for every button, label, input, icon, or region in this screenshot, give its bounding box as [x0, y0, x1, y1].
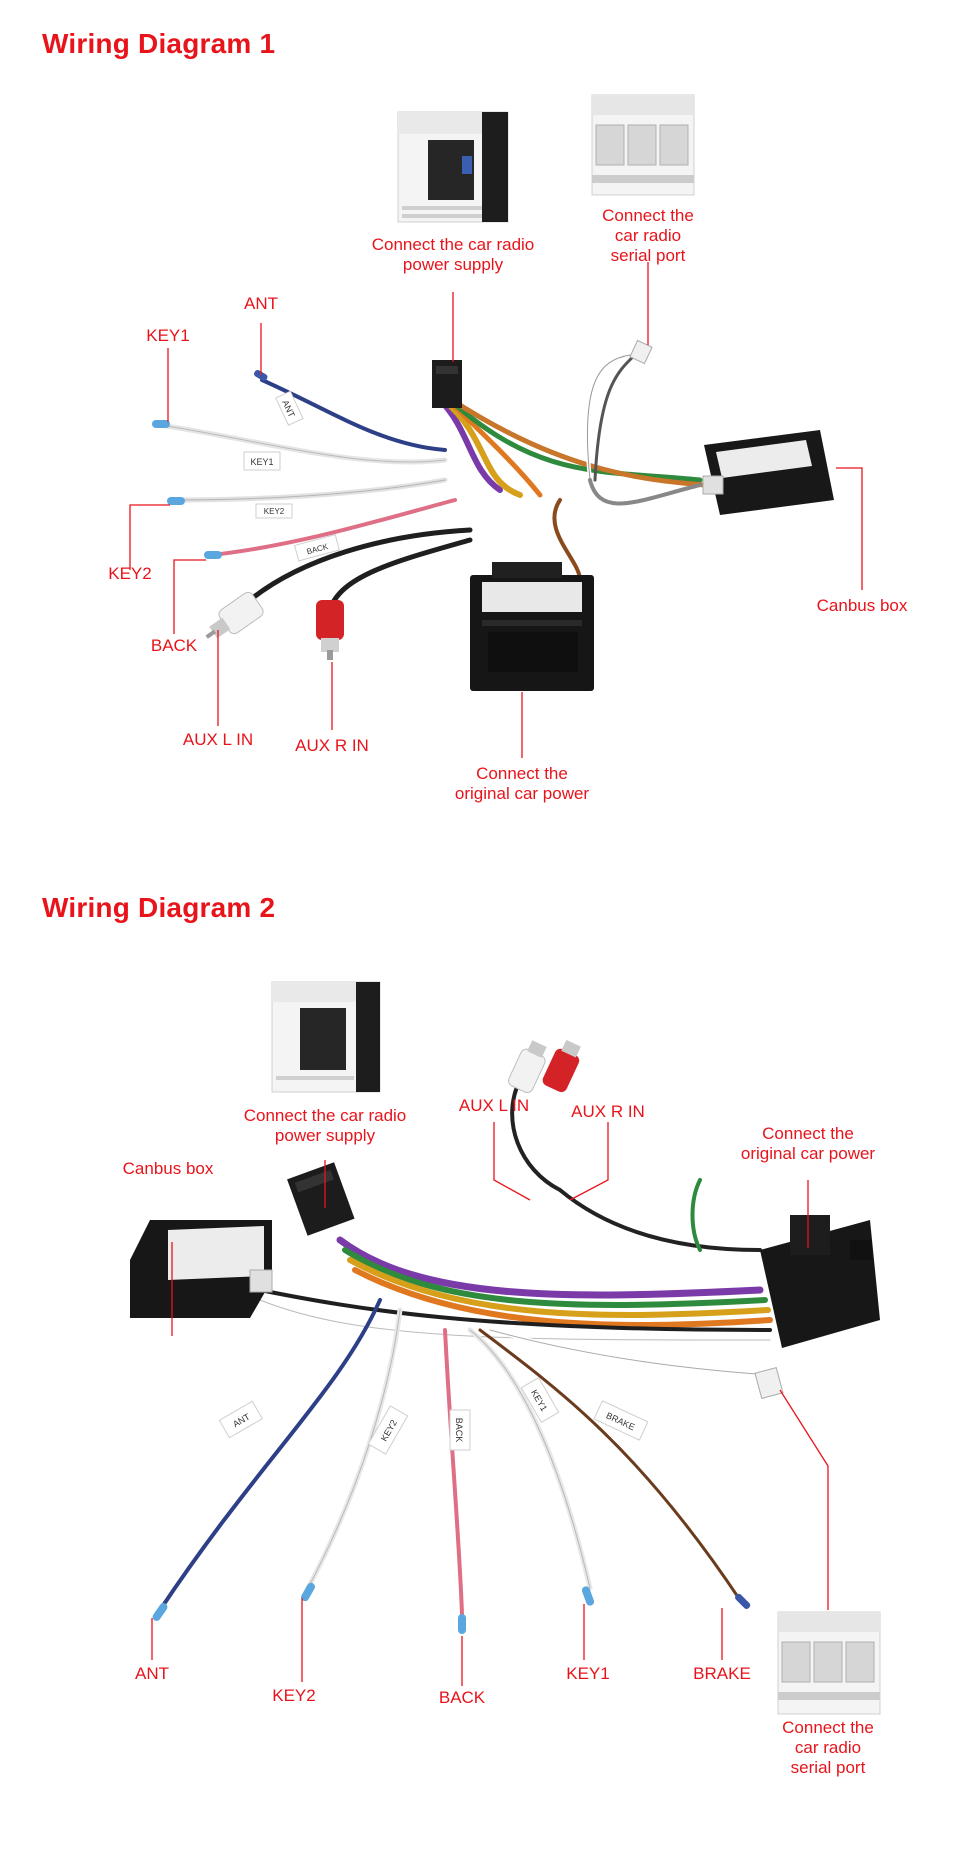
label-aux-l-2: AUX L IN: [458, 1096, 530, 1115]
svg-text:BACK: BACK: [454, 1418, 464, 1443]
wire-tag-key2: KEY2: [255, 503, 293, 519]
wire-tag-brake-2: BRAKE: [593, 1400, 649, 1441]
wire-tag-ant-2: ANT: [218, 1400, 264, 1439]
label-key2-1: KEY2: [108, 564, 152, 583]
wire-tag-ant: ANT: [275, 390, 304, 426]
label-key1-1: KEY1: [146, 326, 190, 345]
harness-wires-2: [158, 1078, 773, 1617]
label-canbus-2: Canbus box: [122, 1159, 214, 1178]
label-key2-2: KEY2: [272, 1686, 316, 1705]
label-ant-1: ANT: [244, 294, 278, 313]
label-aux-r-2: AUX R IN: [571, 1102, 645, 1121]
radio-power-socket-photo: [397, 111, 509, 223]
label-canbus-1: Canbus box: [816, 596, 908, 615]
serial-plug-icon-2: [754, 1366, 784, 1400]
svg-text:KEY2: KEY2: [264, 507, 285, 516]
radio-power-socket-photo-2: [271, 981, 381, 1093]
svg-text:KEY1: KEY1: [250, 457, 273, 467]
label-aux-r-1: AUX R IN: [295, 736, 369, 755]
label-key1-2: KEY1: [566, 1664, 610, 1683]
rca-plug-aux-l-icon: [205, 591, 264, 639]
diagram-1-harness: ANT KEY1 KEY2 BACK: [129, 94, 863, 758]
harness-wires: [157, 348, 708, 613]
diagram-2-harness: ANT KEY2 BACK KEY1 BRAKE: [130, 981, 881, 1715]
original-power-connector-icon: [470, 562, 594, 691]
leader-lines-1: [129, 262, 863, 758]
canbus-box-icon-2: [130, 1220, 273, 1318]
rca-plug-aux-r-icon: [316, 600, 344, 660]
rca-plug-aux-l-icon-2: [508, 1040, 547, 1093]
diagram-1-title: Wiring Diagram 1: [42, 28, 276, 59]
wire-tips-2: [152, 1582, 751, 1634]
rca-plug-aux-r-icon-2: [542, 1039, 581, 1093]
wire-tag-back: BACK: [293, 533, 340, 562]
serial-port-socket-photo: [591, 94, 695, 196]
radio-connector-icon: [432, 360, 462, 408]
wire-tag-key1: KEY1: [243, 451, 281, 471]
wire-tag-back-2: BACK: [449, 1409, 471, 1451]
radio-connector-icon-2: [287, 1162, 355, 1236]
label-back-2: BACK: [438, 1688, 486, 1707]
wire-tag-key1-2: KEY1: [520, 1376, 560, 1424]
diagram-2-title: Wiring Diagram 2: [42, 892, 276, 923]
serial-plug-icon: [629, 339, 653, 365]
label-back-1: BACK: [150, 636, 198, 655]
wiring-diagram-2: Wiring Diagram 2: [0, 870, 980, 1853]
wiring-diagram-1: Wiring Diagram 1: [0, 0, 980, 900]
label-brake-2: BRAKE: [693, 1664, 751, 1683]
wire-tips: [152, 370, 268, 559]
canbus-box-icon: [702, 430, 834, 515]
serial-port-socket-photo-2: [777, 1611, 881, 1715]
label-aux-l-1: AUX L IN: [182, 730, 254, 749]
leader-lines-2: [151, 1122, 829, 1686]
original-power-connector-icon-2: [760, 1215, 880, 1348]
label-ant-2: ANT: [135, 1664, 169, 1683]
wire-tag-key2-2: KEY2: [367, 1405, 409, 1455]
